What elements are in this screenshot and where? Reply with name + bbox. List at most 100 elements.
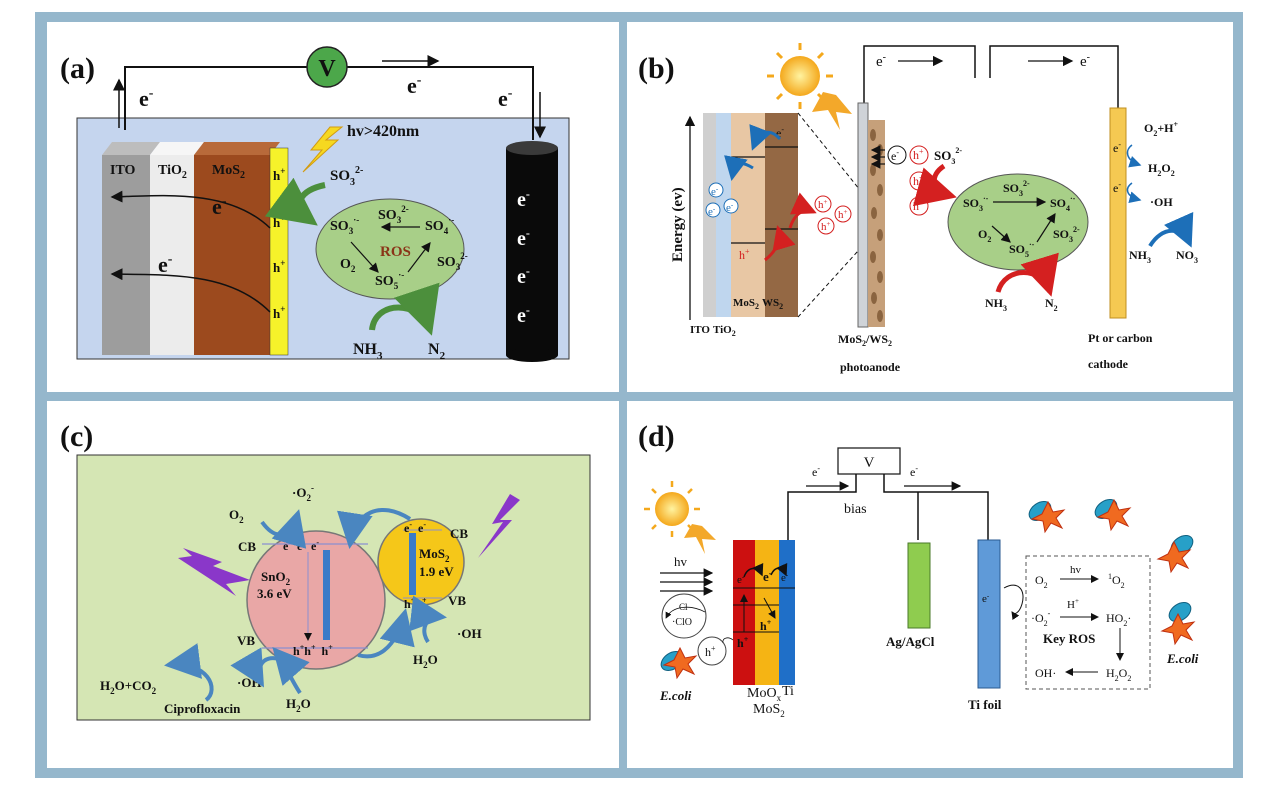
bacteria-burst-icon [1028, 500, 1066, 534]
svg-text:NH3: NH3 [353, 341, 383, 362]
lightning-icon [684, 524, 716, 554]
sun-icon [767, 43, 833, 109]
lightning-icon [812, 92, 852, 130]
mos2-layer [194, 155, 270, 355]
svg-text:H2O+CO2: H2O+CO2 [100, 678, 157, 696]
bacteria-burst-icon [1094, 498, 1132, 532]
voltmeter [837, 447, 901, 475]
svg-text:SO32-: SO32- [330, 165, 363, 188]
svg-text:hv: hv [1070, 564, 1082, 576]
voltmeter-label: V [318, 56, 336, 82]
svg-text:O2+H+: O2+H+ [1144, 120, 1179, 138]
svg-text:e-: e- [711, 185, 719, 198]
svg-text:SO32-: SO32- [1003, 179, 1030, 198]
svg-text:SO32-: SO32- [934, 146, 962, 166]
svg-text:e-: e- [517, 303, 530, 327]
svg-text:SO4·-: SO4·- [1050, 194, 1076, 213]
mos2-layer [755, 540, 779, 685]
svg-text:MoS2: MoS2 [419, 546, 450, 564]
green-arrow-in [264, 177, 326, 226]
ros-ellipse [947, 173, 1089, 271]
green-arrow-out [369, 282, 440, 336]
svg-text:e-: e- [517, 226, 530, 250]
svg-text:O2: O2 [978, 227, 991, 244]
ti-foil-electrode [977, 539, 1001, 689]
svg-text:ROS: ROS [380, 244, 411, 260]
svg-text:NH3: NH3 [1129, 248, 1151, 265]
ros-ellipse [315, 198, 465, 300]
svg-text:H2O2: H2O2 [1148, 161, 1175, 178]
circuit-wire [787, 474, 989, 540]
svg-text:e-: e- [212, 194, 227, 219]
svg-text:OH·: OH· [1035, 666, 1056, 680]
svg-text:hv>420nm: hv>420nm [347, 123, 420, 140]
panel-d: (d) V e- e- bias hv e [638, 420, 1199, 719]
panel-c: (c) e-e-e- h+h+h+ SnO2 3.6 eV e-e- h+h+ … [60, 420, 591, 721]
svg-text:e-: e- [776, 125, 784, 140]
svg-text:e-: e- [1113, 180, 1121, 195]
svg-text:e-: e- [763, 569, 772, 584]
svg-text:H2O2: H2O2 [1106, 666, 1131, 683]
svg-text:h+: h+ [913, 147, 924, 162]
svg-text:SO32-: SO32- [378, 204, 409, 225]
svg-text:Pt or carbon: Pt or carbon [1088, 331, 1153, 345]
svg-text:h+: h+ [705, 644, 716, 659]
svg-text:Key ROS: Key ROS [1043, 631, 1095, 646]
svg-text:H2O: H2O [413, 652, 438, 670]
svg-text:e-: e- [876, 52, 886, 70]
svg-text:O2: O2 [229, 507, 244, 525]
svg-text:h+: h+ [838, 208, 848, 221]
ws2-band [765, 113, 798, 317]
cathode-rod [506, 148, 558, 355]
svg-text:h+: h+ [273, 304, 285, 321]
panel-d-label: (d) [638, 420, 675, 453]
svg-text:MoOx: MoOx [747, 686, 782, 703]
svg-text:MoS2: MoS2 [212, 163, 245, 181]
svg-text:h+: h+ [739, 247, 750, 262]
svg-text:Ti: Ti [782, 684, 794, 699]
svg-text:e-: e- [139, 86, 154, 111]
bacteria-burst-icon [660, 646, 698, 680]
svg-text:TiO2: TiO2 [158, 163, 187, 181]
tio2-layer [150, 155, 194, 355]
svg-text:SO32-: SO32- [437, 251, 468, 272]
svg-text:SO32-: SO32- [1053, 225, 1080, 244]
key-ros-box [1025, 555, 1151, 690]
lightning-icon [302, 126, 344, 173]
svg-text:hv: hv [674, 554, 688, 569]
svg-text:e-: e- [708, 205, 716, 218]
svg-text:h+: h+ [760, 618, 772, 633]
svg-text:SO4·-: SO4·- [425, 215, 454, 236]
svg-text:e-: e- [407, 73, 422, 98]
svg-text:CB: CB [238, 539, 256, 554]
svg-text:MoS2/WS2: MoS2/WS2 [838, 332, 892, 348]
panel-a-label: (a) [60, 52, 95, 85]
svg-text:MoS2: MoS2 [753, 702, 785, 719]
svg-text:e-: e- [158, 252, 173, 277]
panel-b-label: (b) [638, 52, 675, 85]
panel-b: (b) e- e- Energy (ev) e- [638, 43, 1198, 374]
electron-path-2 [110, 268, 271, 313]
svg-text:1O2: 1O2 [1108, 572, 1125, 590]
svg-text:N2: N2 [428, 341, 446, 362]
svg-text:h+: h+ [273, 258, 285, 275]
svg-text:E.coli: E.coli [659, 688, 692, 703]
svg-text:bias: bias [844, 502, 867, 517]
voltmeter [306, 46, 348, 88]
svg-text:3.6 eV: 3.6 eV [257, 586, 292, 601]
svg-text:O2: O2 [1035, 573, 1048, 590]
svg-text:e-: e- [1113, 140, 1121, 155]
svg-text:SO3·-: SO3·- [963, 194, 989, 213]
svg-text:e-e-: e-e- [404, 520, 426, 535]
svg-text:N2: N2 [1045, 296, 1058, 313]
svg-text:e-: e- [812, 464, 820, 479]
bacteria-burst-icon [1156, 534, 1194, 574]
svg-text:e-: e- [498, 86, 513, 111]
pt-cathode [1109, 107, 1127, 319]
svg-text:e-: e- [781, 571, 789, 584]
svg-text:Ag/AgCl: Ag/AgCl [886, 634, 935, 649]
svg-text:e-: e- [726, 201, 734, 214]
